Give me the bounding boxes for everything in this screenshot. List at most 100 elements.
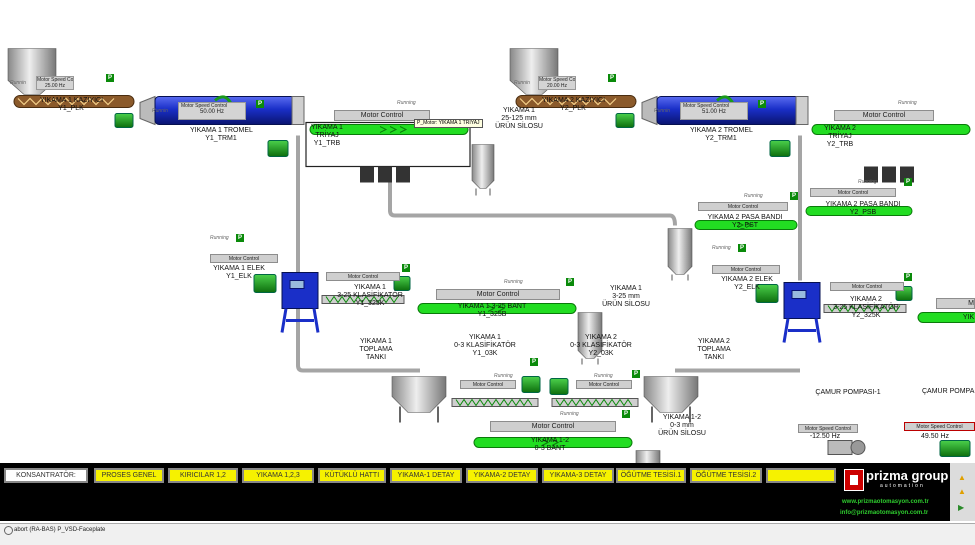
y1-trommel-p-badge[interactable]: P (256, 100, 264, 108)
nav-yikama-123[interactable]: YIKAMA 1,2,3 (242, 468, 314, 483)
nav-yikama-1-detay[interactable]: YIKAMA-1 DETAY (390, 468, 462, 483)
y2-03k-p-badge[interactable]: P (632, 370, 640, 378)
y2-classifier-p-badge[interactable]: P (904, 273, 912, 281)
navigation-bar: KONSANTRATÖR: PROSES GENEL KIRICILAR 1,2… (0, 463, 840, 521)
y1-325-band-title: YIKAMA 1 3-25 BANT (457, 303, 527, 310)
y1-elevator-motor-control[interactable]: Motor Control (210, 254, 278, 263)
play-icon[interactable]: ▶ (958, 503, 965, 512)
prizma-logo-icon (844, 469, 864, 491)
y2-trommel-speed-box[interactable]: Motor Speed Control 51.00 Hz (680, 102, 748, 120)
band-12-p-badge[interactable]: P (622, 410, 630, 418)
band-12-conveyor[interactable] (473, 437, 633, 448)
y1-classifier-p-badge[interactable]: P (402, 264, 410, 272)
y2-crusher-status: Runnin (514, 80, 530, 86)
y2-pst-conveyor[interactable] (694, 220, 798, 230)
y2-classifier-title: YIKAMA 2 3-25 KLASİFİKATÖR (833, 296, 899, 311)
nav-kiricilar[interactable]: KIRICILAR 1,2 (168, 468, 238, 483)
y2-03k-screw[interactable] (549, 378, 639, 407)
y1-elevator-p-badge[interactable]: P (236, 234, 244, 242)
nav-ogutme-1[interactable]: ÖĞÜTME TESİSİ.1 (616, 468, 686, 483)
y2-crusher-p-badge[interactable]: P (608, 74, 616, 82)
y2-pst-silo-icon (667, 228, 693, 281)
warning-icon[interactable]: ▲ (958, 473, 966, 482)
y1-crusher-motor-icon[interactable] (114, 113, 134, 128)
nav-kutuklu-hatti[interactable]: KÜTÜKLÜ HATTI (318, 468, 386, 483)
y2-325-band-motor-control[interactable]: M (936, 298, 975, 309)
y1-325-band-p-badge[interactable]: P (566, 278, 574, 286)
y2-pasa-band-tag: Y2_PSB (849, 209, 877, 216)
nav-empty-button[interactable] (766, 468, 836, 483)
y2-pst-motor-control[interactable]: Motor Control (698, 202, 788, 211)
y1-crusher-speed-box[interactable]: Motor Speed Control 25.00 Hz (36, 76, 74, 90)
y2-crusher-tag: Y2_PLK (560, 105, 586, 112)
mud-pump-1-icon[interactable] (827, 440, 866, 455)
y1-elevator-title: YIKAMA 1 ELEK (213, 265, 265, 272)
y2-triyaj-conveyor[interactable] (811, 124, 971, 183)
side-toolbar: ▲ ▲ ▶ (950, 463, 975, 521)
nav-ogutme-2[interactable]: ÖĞÜTME TESİSİ.2 (690, 468, 762, 483)
brand-web[interactable]: www.prizmaotomasyon.com.tr (842, 499, 929, 505)
y1-elevator-icon[interactable] (280, 272, 320, 333)
y2-325-band-conveyor[interactable] (917, 312, 975, 323)
y1-silo-title: YIKAMA 1 25-125 mm ÜRÜN SİLOSU (495, 107, 543, 130)
y1-elevator-tag: Y1_ELK (226, 273, 252, 280)
y1-classifier-tag: Y1_325K (355, 300, 385, 307)
y1-triyaj-motor-control[interactable]: Motor Control (334, 110, 430, 121)
y2-elevator-tag: Y2_ELK (734, 284, 760, 291)
mud-pump-1-value: -12.50 Hz (809, 433, 841, 440)
nav-yikama-2-detay[interactable]: YIKAMA-2 DETAY (466, 468, 538, 483)
nav-proses-genel[interactable]: PROSES GENEL (94, 468, 164, 483)
y1-silo-icon (471, 144, 495, 196)
band-12-motor-control[interactable]: Motor Control (490, 421, 616, 432)
y2-trommel-p-badge[interactable]: P (758, 100, 766, 108)
y1-03k-motor-control[interactable]: Motor Control (460, 380, 516, 389)
warning-icon-2[interactable]: ▲ (958, 487, 966, 496)
y2-elevator-motor-control[interactable]: Motor Control (712, 265, 780, 274)
nav-yikama-3-detay[interactable]: YIKAMA-3 DETAY (542, 468, 614, 483)
y1-325-band-tag: Y1_325B (477, 311, 507, 318)
y2-pasa-band-p-badge[interactable]: P (904, 178, 912, 186)
y2-elevator-p-badge[interactable]: P (738, 244, 746, 252)
y1-crusher-speed-value: 25.00 (44, 83, 58, 89)
y1-trommel-motor-icon[interactable] (267, 140, 289, 157)
y1-trommel-speed-box[interactable]: Motor Speed Control 50.00 Hz (178, 102, 246, 120)
y1-03k-p-badge[interactable]: P (530, 358, 538, 366)
mud-pump-1-title: ÇAMUR POMPASI-1 (815, 389, 881, 396)
y2-pst-p-badge[interactable]: P (790, 192, 798, 200)
y2-tank-title: YIKAMA 2 TOPLAMA TANKI (697, 338, 731, 361)
y1-325-band-conveyor[interactable] (417, 303, 577, 314)
y1-elevator-motor-icon[interactable] (253, 274, 277, 293)
y1-325-silo-title: YIKAMA 1 3-25 mm ÜRÜN SİLOSU (602, 285, 650, 308)
y2-elevator-motor-icon[interactable] (755, 284, 779, 303)
y2-325-band-title: YIK (962, 314, 975, 321)
nav-title: KONSANTRATÖR: (4, 468, 88, 483)
brand-mail[interactable]: info@prizmaotomasyon.com.tr (840, 510, 929, 516)
silo-12-title: YIKAMA 1-2 0-3 mm ÜRÜN SİLOSU (658, 414, 706, 437)
y2-03k-status: Running (594, 373, 613, 379)
mud-pump-1-control[interactable]: Motor Speed Control (798, 424, 858, 433)
y2-classifier-motor-control[interactable]: Motor Control (830, 282, 904, 291)
brand-name: prizma group (866, 468, 949, 483)
y2-trommel-motor-icon[interactable] (769, 140, 791, 157)
y2-elevator-status: Running (712, 245, 731, 251)
y1-triyaj-status: Running (397, 100, 416, 106)
status-text: abort (RA-BAS) P_VSD-Faceplate (14, 527, 106, 533)
y2-03k-motor-control[interactable]: Motor Control (576, 380, 632, 389)
y2-pst-title: YIKAMA 2 PASA BANDI (707, 214, 783, 221)
pipes (296, 135, 802, 373)
y1-trommel-tag: Y1_TRM1 (205, 135, 237, 142)
y2-crusher-speed-box[interactable]: Motor Speed Control 20.00 Hz (538, 76, 576, 90)
y1-03k-screw[interactable] (451, 376, 541, 407)
y1-325-band-motor-control[interactable]: Motor Control (436, 289, 560, 300)
y1-triyaj-conveyor[interactable] (305, 121, 471, 183)
y2-elevator-icon[interactable] (782, 282, 822, 343)
y1-03k-tag: Y1_03K (472, 350, 498, 357)
y1-tank-title: YIKAMA 1 TOPLAMA TANKI (359, 338, 393, 361)
y2-crusher-motor-icon[interactable] (615, 113, 635, 128)
y1-crusher-p-badge[interactable]: P (106, 74, 114, 82)
y2-pasa-band-conveyor[interactable] (805, 206, 913, 216)
mud-pump-2-control[interactable]: Motor Speed Control (904, 422, 975, 431)
y1-classifier-motor-control[interactable]: Motor Control (326, 272, 400, 281)
y2-triyaj-motor-control[interactable]: Motor Control (834, 110, 934, 121)
y2-pasa-band-motor-control[interactable]: Motor Control (810, 188, 896, 197)
